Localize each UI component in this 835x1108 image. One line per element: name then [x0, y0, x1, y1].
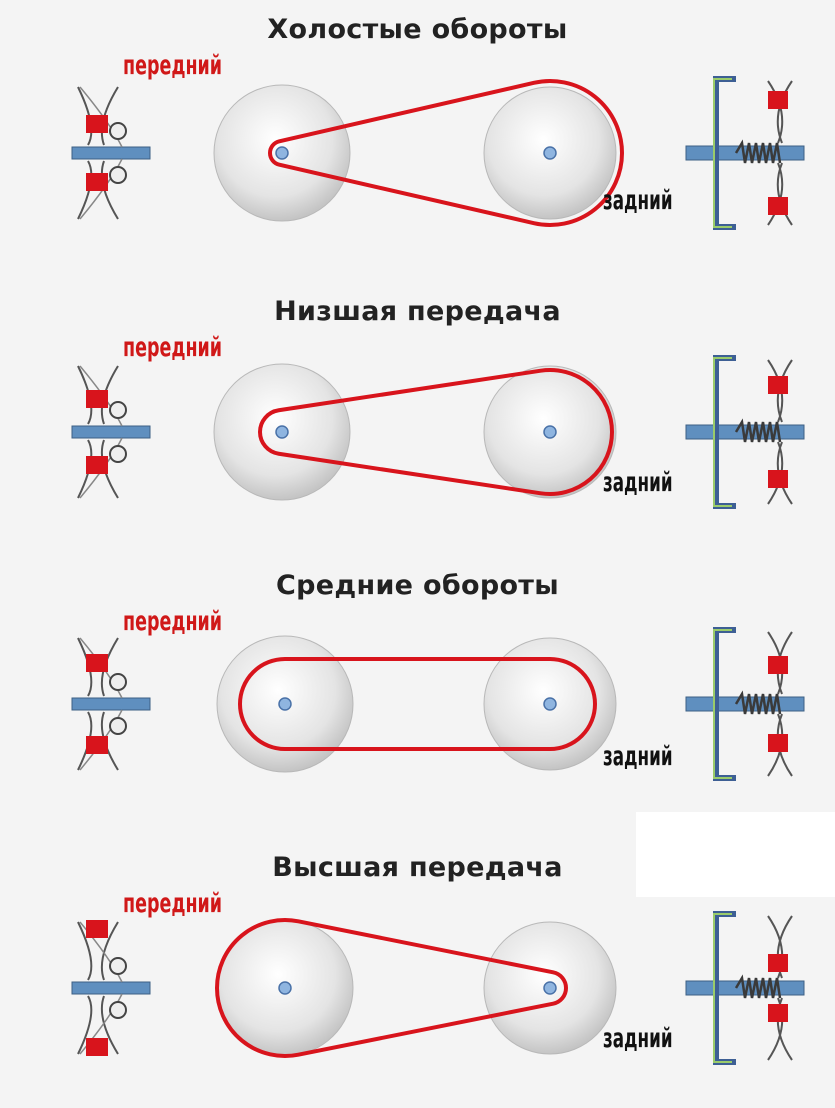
rear-pulley-label: задний	[603, 467, 673, 498]
variator-diagram	[71, 911, 805, 1065]
rear-pulley-label: задний	[603, 741, 673, 772]
front-pulley-label: передний	[123, 332, 223, 363]
front-fixed-cone	[77, 921, 93, 1055]
front-hub-icon	[275, 146, 289, 160]
front-moving-cone	[100, 921, 119, 1055]
front-belt-section	[86, 920, 108, 938]
rear-hub-icon	[543, 981, 557, 995]
front-shaft	[71, 981, 151, 995]
rear-pulley-assembly	[685, 627, 805, 781]
background-patch	[636, 812, 835, 897]
rear-hub-icon	[543, 425, 557, 439]
rear-pulley-label: задний	[603, 185, 673, 216]
front-hub-icon	[278, 697, 292, 711]
rear-clutch-lining	[713, 913, 732, 1063]
roller-weight-icon	[109, 1001, 127, 1019]
panel-low-gear: Низшая передача передний задний	[0, 282, 835, 552]
front-fixed-cone	[77, 637, 93, 771]
variator-diagram	[71, 355, 805, 509]
spring-icon	[734, 418, 782, 443]
roller-weight-icon	[109, 445, 127, 463]
rear-hub-icon	[543, 146, 557, 160]
rear-cone	[776, 915, 793, 1061]
rear-clutch-lining	[713, 357, 732, 507]
drive-belt	[268, 79, 624, 227]
panel-mid-revs: Средние обороты передний задний	[0, 556, 835, 826]
rear-belt-section	[768, 1004, 788, 1022]
rear-belt-section	[768, 470, 788, 488]
front-belt-section	[86, 173, 108, 191]
drive-belt	[215, 918, 568, 1058]
front-belt-section	[86, 390, 108, 408]
rear-belt-section	[768, 734, 788, 752]
panel-title: Средние обороты	[276, 570, 559, 601]
rear-hub-icon	[543, 697, 557, 711]
front-shaft	[71, 425, 151, 439]
front-hub-icon	[275, 425, 289, 439]
front-pulley-assembly	[71, 920, 151, 1056]
roller-weight-icon	[109, 957, 127, 975]
rear-clutch-lining	[713, 629, 732, 779]
rear-clutch-lining	[713, 78, 732, 228]
front-pulley-label: передний	[123, 888, 223, 919]
spring-icon	[734, 690, 782, 715]
spring-icon	[734, 139, 782, 164]
variator-diagram	[71, 76, 805, 230]
front-pulley-assembly	[71, 365, 151, 499]
spring-icon	[734, 974, 782, 999]
front-pulley-assembly	[71, 637, 151, 771]
variator-diagram	[71, 627, 805, 781]
rear-belt-section	[768, 954, 788, 972]
drive-belt	[238, 657, 597, 751]
front-pulley-assembly	[71, 86, 151, 220]
front-shaft	[71, 697, 151, 711]
roller-weight-icon	[109, 166, 127, 184]
panel-title: Холостые обороты	[267, 14, 568, 45]
rear-cone	[776, 80, 793, 226]
panel-title: Высшая передача	[272, 852, 563, 883]
rear-belt-section	[768, 656, 788, 674]
front-belt-section	[86, 115, 108, 133]
panel-high-gear: Высшая передача передний задний	[0, 838, 835, 1108]
front-shaft	[71, 146, 151, 160]
rear-belt-section	[768, 376, 788, 394]
front-belt-section	[86, 1038, 108, 1056]
rear-belt-section	[768, 91, 788, 109]
drive-belt	[258, 368, 614, 496]
front-belt-section	[86, 654, 108, 672]
rear-pulley-label: задний	[603, 1023, 673, 1054]
front-hub-icon	[278, 981, 292, 995]
roller-weight-icon	[109, 717, 127, 735]
front-pulley-label: передний	[123, 50, 223, 81]
front-pulley-label: передний	[123, 606, 223, 637]
front-belt-section	[86, 456, 108, 474]
rear-belt-section	[768, 197, 788, 215]
rear-pulley-assembly	[685, 355, 805, 509]
panel-title: Низшая передача	[274, 296, 561, 327]
panel-idle: Холостые обороты передний задний	[0, 0, 835, 270]
rear-pulley-assembly	[685, 76, 805, 230]
roller-weight-icon	[109, 401, 127, 419]
roller-weight-icon	[109, 122, 127, 140]
roller-weight-icon	[109, 673, 127, 691]
rear-pulley-assembly	[685, 911, 805, 1065]
front-belt-section	[86, 736, 108, 754]
